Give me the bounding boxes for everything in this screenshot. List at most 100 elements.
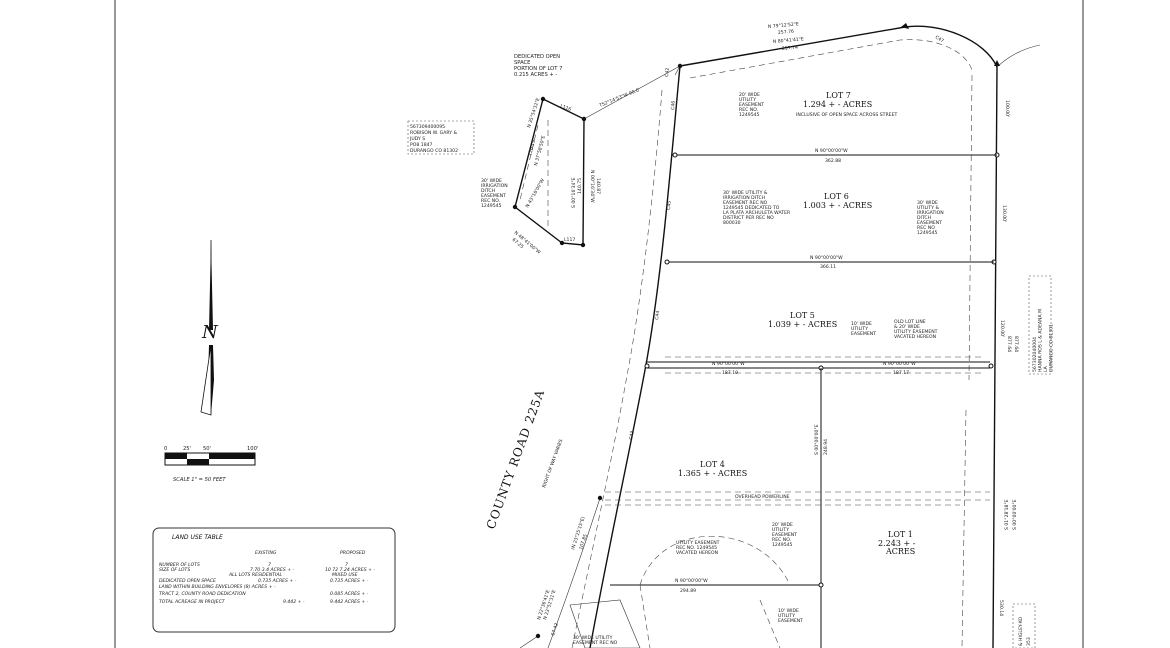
row-label: TOTAL ACREAGE IN PROJECT (159, 599, 226, 605)
row-existing: 7.70 3.4 ACRES + - (250, 567, 295, 573)
easement-line: EASEMENT REC NO (573, 640, 618, 646)
easement-line: REC NO (917, 225, 935, 231)
easement-line: EASEMENT (851, 331, 876, 337)
easement-line: EASEMENT (778, 618, 803, 624)
lot-line-bearing: N 90°00'00"W (815, 148, 848, 154)
owner-bottom-line: & HIGLEY-KO (1018, 616, 1024, 646)
bearing-label: 67.42 (550, 622, 560, 636)
curve-label: C45 (666, 201, 673, 211)
lot-name: LOT 7 (826, 91, 851, 100)
easement-line: UTILITY EASEMENT (894, 329, 938, 335)
os-bearing: 140.75 (577, 178, 583, 194)
open-space-parcel: DEDICATED OPEN SPACE PORTION OF LOT 7 0.… (481, 54, 681, 256)
easement-line: EASEMENT REC NO (723, 200, 768, 206)
scale-tick-50: 50' (203, 446, 211, 452)
scale-tick-25: 25' (183, 446, 191, 452)
os-bearing: N 43°16'00"W (525, 177, 547, 209)
lot-area: 1.003 + - ACRES (803, 201, 872, 210)
col-existing: EXISTING (255, 550, 277, 556)
lot-line-dist: 187.17 (893, 370, 909, 376)
north-arrow: N (200, 240, 219, 416)
easement-line: 10' WIDE (778, 608, 799, 614)
owner-right-line: HANNA ROS L & ADEANA M (1038, 309, 1044, 372)
easement-line: OLD LOT LINE (894, 319, 926, 325)
easement-line: 20' WIDE (739, 92, 760, 98)
easement-line: UTILITY & (917, 205, 940, 211)
lot-area: 1.294 + - ACRES (803, 100, 872, 109)
owner-bottom-line: 353 (1026, 637, 1032, 646)
east-dist: 120.00' (999, 320, 1005, 337)
os-easement-line: 1249545 (481, 203, 502, 209)
easement-line: DISTRICT PER REC NO (723, 215, 774, 221)
lot-1: LOT 1 2.243 + - ACRES 10' WIDE UTILITY E… (778, 530, 916, 624)
col-proposed: PROPOSED (340, 550, 366, 556)
os-easement-line: EASEMENT (481, 193, 506, 199)
curve-label: C47 (934, 35, 945, 45)
east-dist: 100.00' (1004, 100, 1010, 117)
easement-line: REC NO. (739, 107, 758, 113)
east-bearing: S 01°28'18"E (1004, 499, 1010, 530)
lot-name: LOT 4 (700, 460, 725, 469)
owner-right-line: LA (1043, 365, 1049, 372)
lot-line-bearing: N 90°00'00"W (675, 578, 708, 584)
easement-line: VACATED HEREON (894, 334, 936, 340)
os-bearing: S 00°16'34"E (571, 177, 577, 208)
os-easement-line: IRRIGATION (481, 183, 508, 189)
os-easement-line: 30' WIDE (481, 178, 502, 184)
owner-left-line: 567309400095 (410, 124, 445, 130)
row-proposed: 0.735 ACRES + - (330, 578, 369, 584)
os-line-label: L116 (559, 103, 572, 113)
os-line-label: L117 (564, 237, 575, 243)
east-dist: 877.64 (1013, 336, 1019, 352)
land-use-title: LAND USE TABLE (172, 534, 223, 541)
overhead-powerline: OVERHEAD POWERLINE (735, 494, 790, 500)
easement-line: 1249545 (739, 112, 760, 118)
easement-line: REC NO. 1249545 (676, 545, 717, 551)
lot-5: LOT 5 1.039 + - ACRES 10' WIDE UTILITY E… (768, 311, 938, 340)
easement-line: EASEMENT (772, 532, 797, 538)
north-bearing: 257.74 (782, 45, 799, 52)
scale-caption: SCALE 1" = 50 FEET (173, 477, 226, 483)
land-use-rows: NUMBER OF LOTS 7 7 SIZE OF LOTS 7.70 3.4… (159, 562, 375, 605)
owner-right-line: 567302040004 (1032, 337, 1038, 372)
easement-line: IRRIGATION (917, 210, 944, 216)
easement-line: UTILITY (851, 326, 868, 332)
row-proposed: 9.442 ACRES + - (330, 599, 369, 605)
easement-line: 10' WIDE (851, 321, 872, 327)
easement-line: 1249545 (917, 230, 938, 236)
curve-label: C42 (664, 68, 671, 78)
os-bearing: 126.19 (527, 139, 537, 156)
easement-line: EASEMENT (917, 220, 942, 226)
east-boundary: 100.00' 130.00' 120.00' 877.64 877.64 S … (961, 66, 1019, 648)
lot-4: LOT 4 1.365 + - ACRES OVERHEAD POWERLINE… (676, 460, 797, 556)
lot-line-dist: 248.94 (823, 439, 829, 455)
owner-box-bottom: & HIGLEY-KO 353 (1012, 603, 1036, 648)
owner-box-left: 567309400095 ROBISON W. GARY & JUDY S PO… (407, 120, 475, 155)
east-dist: 530.14 (998, 600, 1004, 616)
lot-line-dist: 366.11 (820, 264, 836, 270)
row-proposed: 0.085 ACRES + - (330, 591, 369, 597)
row-label: TRACT 2, COUNTY ROAD DEDICATION (159, 591, 246, 597)
os-easement-line: REC NO. (481, 198, 500, 204)
easement-line: LA PLATA ARCHULETA WATER (723, 210, 791, 216)
scale-tick-0: 0 (164, 446, 167, 452)
scale-tick-100: 100' (247, 446, 258, 452)
lot-line-dist: 362.88 (825, 158, 841, 164)
scale-bar: 0 25' 50' 100' SCALE 1" = 50 FEET (164, 446, 258, 483)
os-bearing: T52°14'53"W 90.0' (598, 87, 642, 109)
easement-line: DITCH (917, 215, 931, 221)
easement-line: 20' WIDE (772, 522, 793, 528)
north-boundary: N 79°12'52"E 257.76 N 80°41'41"E 257.74 … (677, 21, 1041, 79)
row-existing: 7 (268, 562, 271, 568)
row-existing: ALL LOTS RESIDENTIAL (228, 572, 282, 578)
curve-label: C44 (654, 310, 661, 320)
easement-line: 1249545 (772, 542, 793, 548)
row-label: DEDICATED OPEN SPACE (159, 578, 216, 584)
owner-right-line: DURANGO CO 81301 (1049, 324, 1055, 372)
easement-line: UTILITY (772, 527, 789, 533)
row-proposed: 7 (345, 562, 348, 568)
open-space-label: SPACE (514, 60, 530, 66)
lot-line-bearing: N 90°00'00"W (883, 361, 916, 367)
north-letter: N (201, 322, 219, 343)
lot-note: INCLUSIVE OF OPEN SPACE ACROSS STREET (796, 112, 897, 118)
